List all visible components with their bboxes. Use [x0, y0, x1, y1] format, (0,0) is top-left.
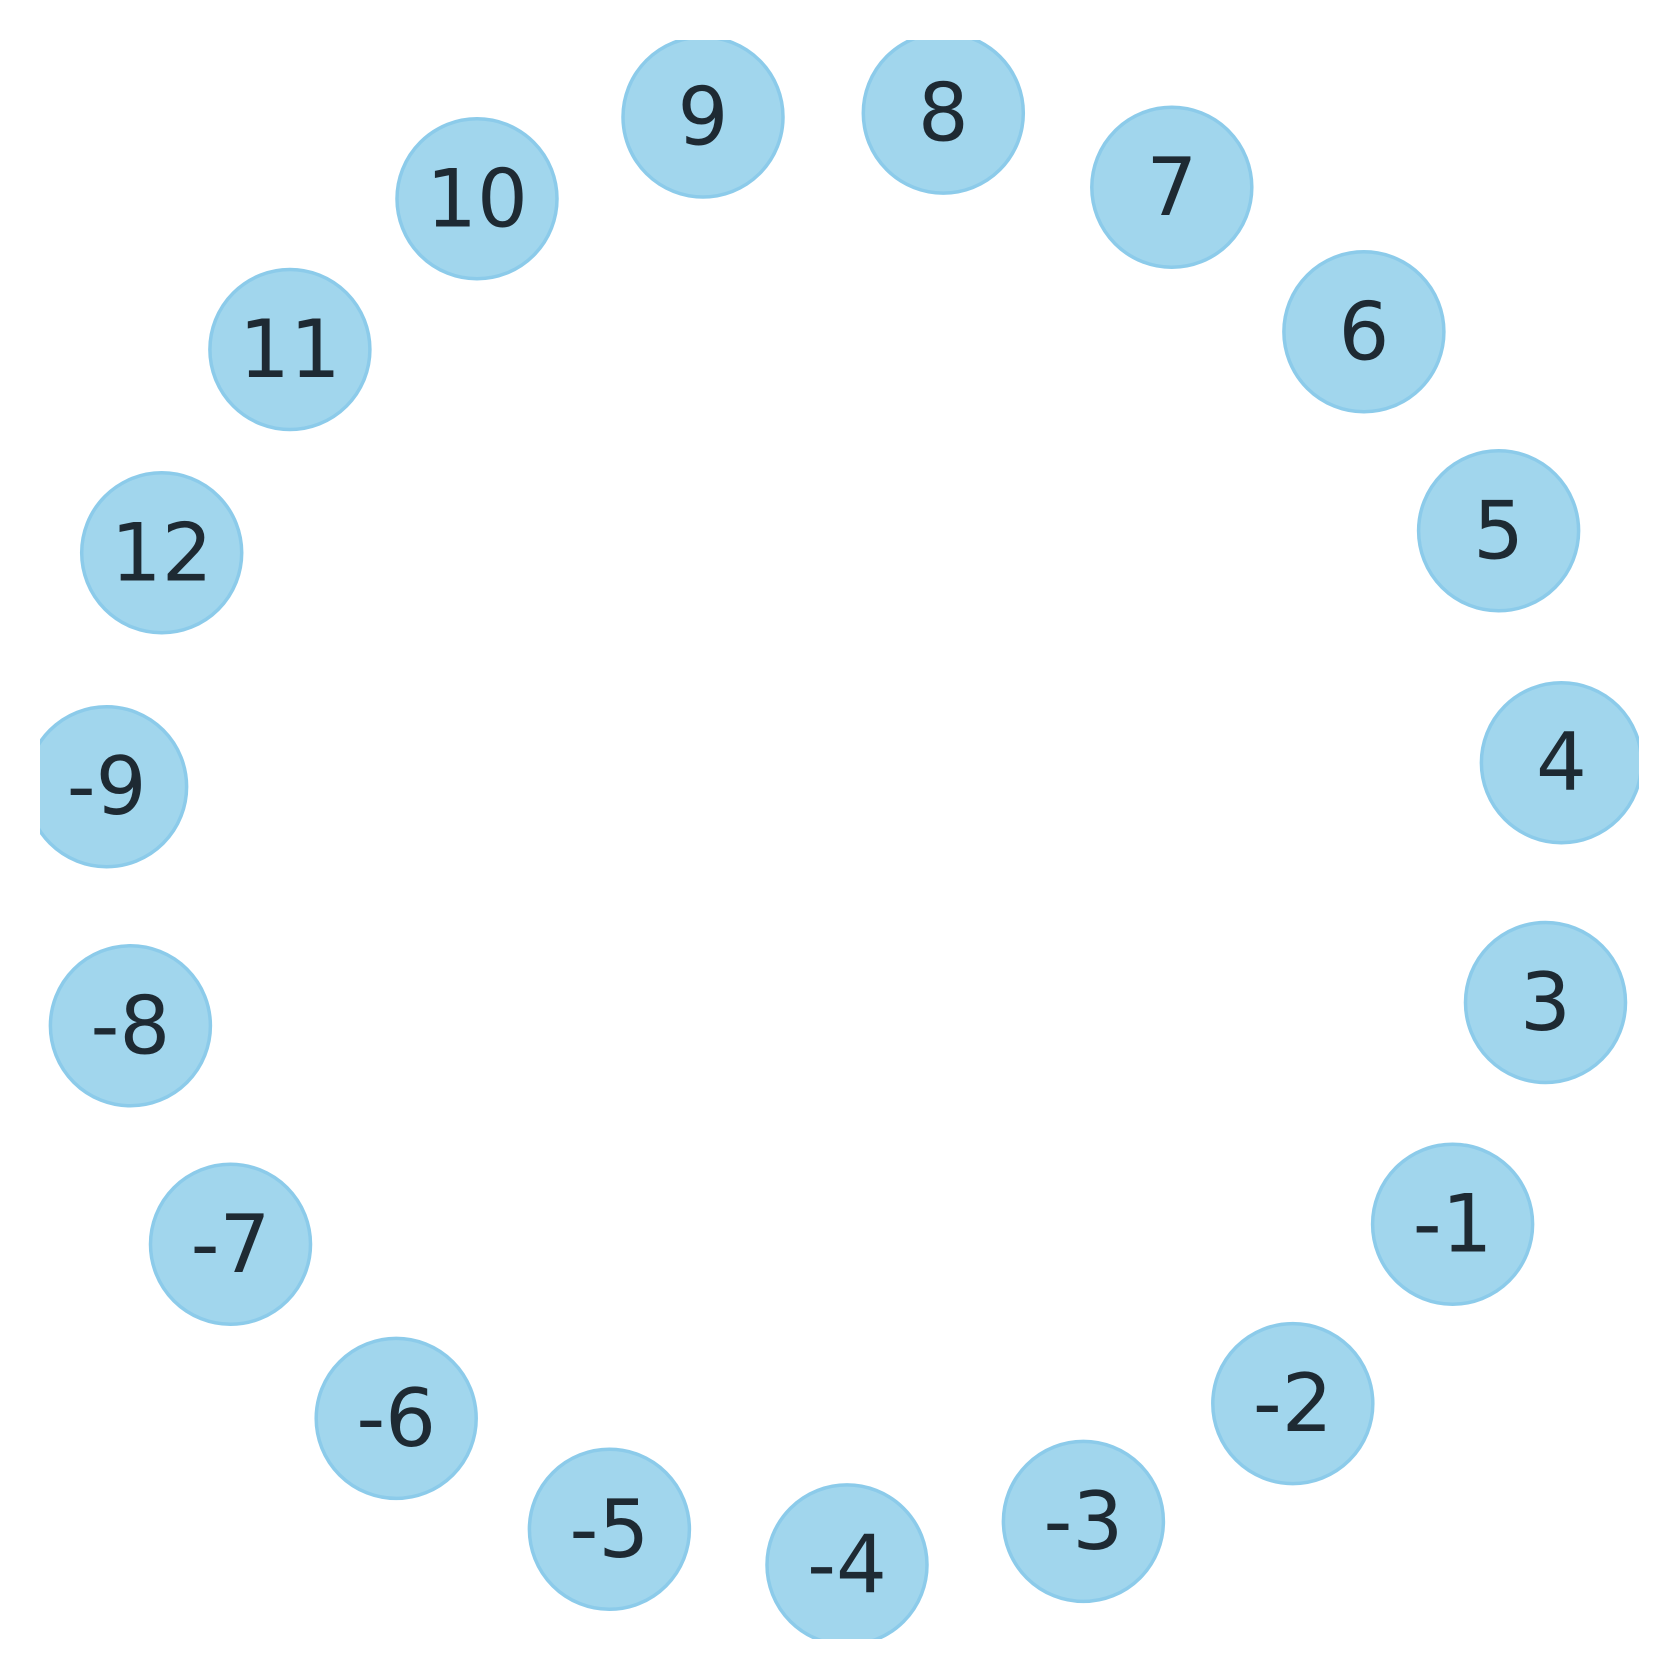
nodes-layer: 8 7 6 5 4 3 -1 -2 -3 -4 -5 -6 -7 -8 -9 12 11 10 9 [40, 40, 1639, 1639]
graph-node: -3 [1001, 1439, 1166, 1604]
node-circle [148, 1162, 313, 1327]
node-circle [765, 1483, 929, 1639]
node-circle [1370, 1142, 1535, 1306]
graph-node: -7 [148, 1162, 313, 1327]
graph-node: 7 [1090, 105, 1254, 270]
node-label: -2 [1253, 1357, 1333, 1450]
node-circle [395, 117, 559, 281]
node-label: -1 [1413, 1178, 1493, 1271]
graph-node: 8 [861, 40, 1026, 195]
node-label: 6 [1338, 285, 1389, 378]
graph-node: -2 [1211, 1321, 1375, 1486]
node-label: -9 [67, 740, 147, 833]
graph-node: 5 [1416, 449, 1581, 613]
node-label: -6 [356, 1372, 436, 1465]
node-circle [1090, 105, 1254, 270]
node-label: -4 [807, 1518, 887, 1611]
node-circle [314, 1336, 478, 1501]
graph-node: 4 [1479, 680, 1639, 845]
node-label: 9 [678, 71, 729, 164]
node-label: 4 [1536, 716, 1587, 809]
graph-node: -4 [765, 1483, 929, 1639]
node-circle [1282, 250, 1446, 414]
graph-node: 11 [208, 267, 372, 432]
graph-node: 3 [1463, 920, 1628, 1085]
node-label: -3 [1044, 1475, 1124, 1568]
node-circle [1416, 449, 1581, 613]
graph-node: -1 [1370, 1142, 1535, 1306]
node-circle [861, 40, 1026, 195]
node-circle [40, 704, 189, 869]
node-label: -7 [191, 1198, 271, 1291]
node-circle [48, 944, 213, 1108]
node-circle [1463, 920, 1628, 1085]
node-circle [621, 40, 785, 199]
node-circle [1001, 1439, 1166, 1604]
graph-node: 12 [79, 471, 244, 635]
node-circle [208, 267, 372, 432]
node-label: 8 [918, 67, 969, 160]
node-label: 10 [426, 152, 528, 245]
node-label: 12 [111, 506, 213, 599]
node-circle [79, 471, 244, 635]
graph-node: 6 [1282, 250, 1446, 414]
graph-node: -6 [314, 1336, 478, 1501]
graph-node: -8 [48, 944, 213, 1108]
node-label: -8 [91, 979, 171, 1072]
node-label: -5 [570, 1483, 650, 1576]
node-label: 3 [1520, 956, 1571, 1049]
graph-node: 9 [621, 40, 785, 199]
node-label: 11 [239, 303, 341, 396]
graph-node: -5 [527, 1447, 692, 1612]
graph-node: 10 [395, 117, 559, 281]
node-circle [527, 1447, 692, 1612]
node-circle [1479, 680, 1639, 845]
graph-node: -9 [40, 704, 189, 869]
node-label: 5 [1473, 484, 1524, 577]
node-circle [1211, 1321, 1375, 1486]
node-label: 7 [1146, 141, 1197, 234]
